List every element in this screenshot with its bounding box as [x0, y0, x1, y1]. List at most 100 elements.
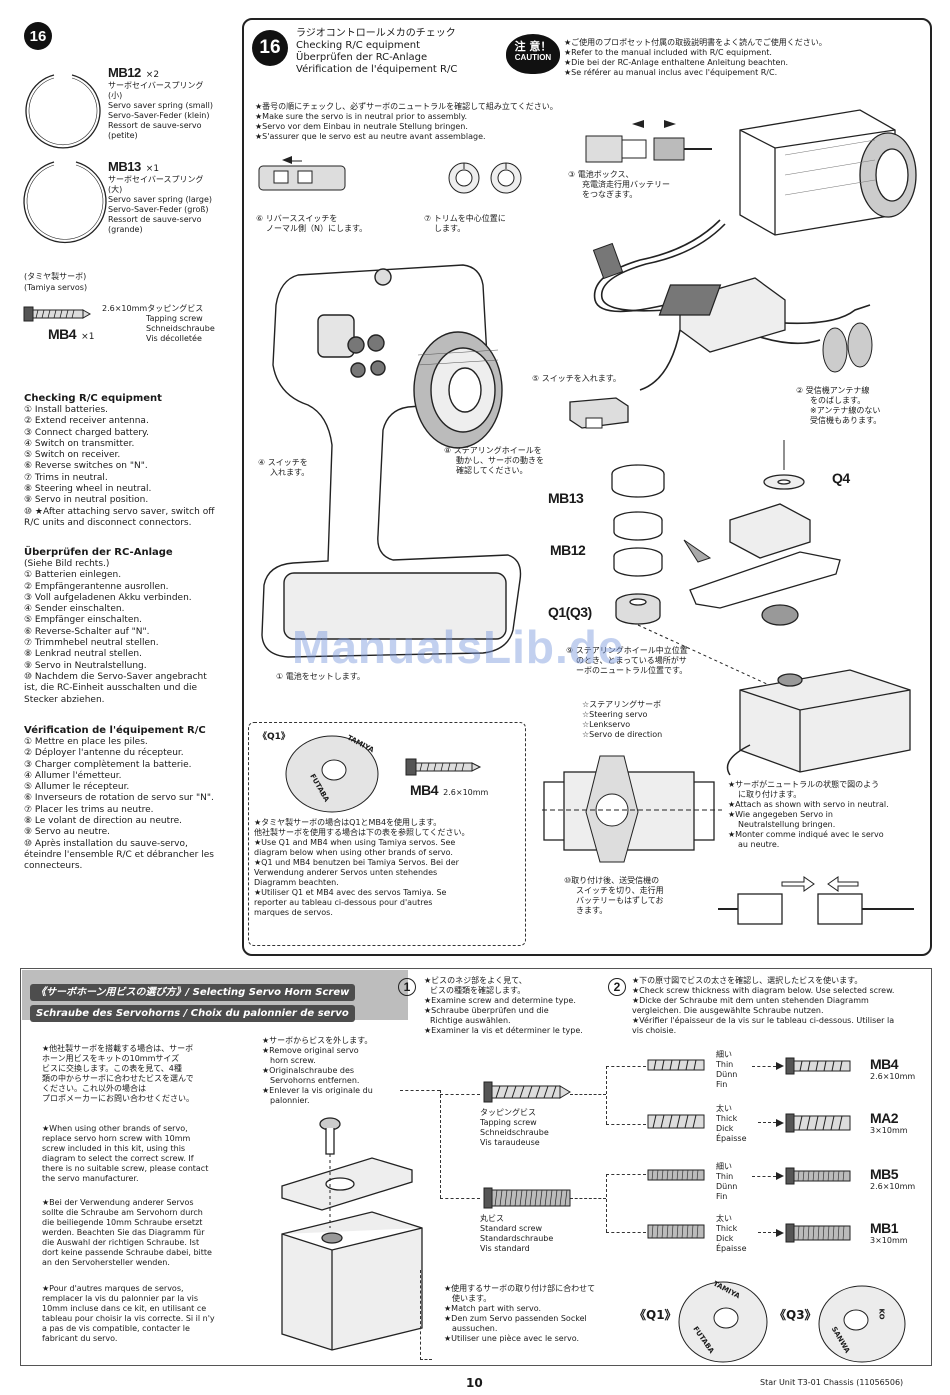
title-de: Überprüfen der RC-Anlage [296, 52, 428, 63]
list-item: ⑩ Nachdem die Servo-Saver angebracht [24, 671, 207, 682]
thick-line: Dick [716, 1234, 734, 1243]
transmitter-illustration [261, 264, 522, 658]
header-line-2: Schraube des Servohorns / Choix du palon… [30, 1005, 355, 1022]
callout-6: ⑥ リバーススイッチを ノーマル側（N）にします。 [256, 214, 367, 234]
remove-line: ★Originalschraube des [262, 1066, 355, 1075]
list-item: ⑨ Servo au neutre. [24, 827, 111, 838]
flow-line [440, 1198, 480, 1199]
flow-line [606, 1174, 607, 1232]
list-item: R/C units and disconnect connectors. [24, 517, 192, 528]
list-item: éteindre l'ensemble R/C et débrancher le… [24, 849, 214, 860]
screw-size-mb4: 2.6×10mm [870, 1072, 916, 1081]
list-item: ③ Voll aufgeladenen Akku verbinden. [24, 592, 192, 603]
intro-line: the servo manufacturer. [42, 1174, 139, 1183]
steering-servo-label: ☆ステアリングサーボ ☆Steering servo ☆Lenkservo ☆S… [582, 700, 662, 740]
thick-line: 太い [716, 1104, 732, 1113]
match-line: ★Utiliser une pièce avec le servo. [444, 1334, 580, 1343]
screw-code: MB5 [870, 1164, 899, 1183]
callout-10-line: きます。 [576, 906, 608, 915]
screw-code-ma2: MA2 [870, 1110, 899, 1126]
neutral-note-line: ★Monter comme indiqué avec le servo [728, 830, 884, 839]
thick-standard-screw-icon [647, 1224, 705, 1239]
callout-7: ⑦ トリムを中心位置に します。 [424, 214, 506, 234]
tapping-line: Schneidschraube [480, 1128, 549, 1137]
q1-mb4-label: MB4 2.6×10mm [410, 780, 488, 799]
part-mb12: MB12 [550, 542, 586, 558]
intro-jp: ★他社製サーボを搭載する場合は、サーボ ホーン用ビスをキットの10mmサイズ ビ… [42, 1044, 242, 1104]
standard-screw-label: 丸ビス Standard screw Standardschraube Vis … [480, 1214, 553, 1254]
servo-label-line: ☆Lenkservo [582, 720, 631, 729]
thin-line: Thin [716, 1172, 734, 1181]
list-item: ④ Allumer l'émetteur. [24, 770, 122, 781]
mb4-qty: ×1 [81, 332, 95, 342]
thick-line: Thick [716, 1224, 738, 1233]
mb4-line: Schneidschraube [146, 324, 215, 333]
list-item: ⑨ Servo in Neutralstellung. [24, 660, 147, 671]
servo-horn-screw-section [20, 968, 932, 1366]
q1-line: ★タミヤ製サーボの場合はQ1とMB4を使用します。 [254, 818, 442, 827]
list-item: ④ Switch on transmitter. [24, 438, 135, 449]
q1-mb4-screw-icon [405, 758, 482, 776]
servo-label-line: ☆Servo de direction [582, 730, 663, 739]
list-item: ③ Charger complètement la batterie. [24, 759, 192, 770]
intro-line: werden. Beachten Sie das Diagramm für [42, 1228, 205, 1237]
remove-screw-note: ★サーボからビスを外します。 ★Remove original servo ho… [262, 1036, 412, 1106]
connector-illustration [585, 120, 712, 163]
callout-8-line: 確認してください。 [456, 466, 528, 475]
intro-line: ビスに交換します。この表を見て、4種 [42, 1064, 182, 1073]
step1-line: ★ビスのネジ部をよく見て、 [424, 976, 527, 985]
step-number-badge: 16 [24, 22, 52, 50]
mb12-line: (小) [108, 91, 123, 100]
mb13-line: (grande) [108, 225, 143, 234]
mb1-select-screw-icon [776, 1223, 851, 1243]
flow-line [570, 1094, 606, 1095]
disconnect-connectors-illustration [718, 876, 914, 925]
intro-line: die beiliegende 10mm Schraube ersetzt [42, 1218, 203, 1227]
neutral-note-line: に取り付けます。 [738, 790, 802, 799]
q1-line: marques de servos. [254, 908, 333, 917]
caution-badge: 注 意！ CAUTION [506, 34, 560, 74]
tapping-screw-label: タッピングビス Tapping screw Schneidschraube Vi… [480, 1108, 549, 1148]
flow-line [758, 1232, 776, 1233]
intro-line: tableau pour choisir la vis correcte. Si… [42, 1314, 215, 1323]
list-item: ist, die RC-Einheit ausschalten und die [24, 683, 198, 694]
screw-size-mb5: 2.6×10mm [870, 1182, 916, 1191]
list-item: ⑩ ★After attaching servo saver, switch o… [24, 506, 215, 517]
q1-disc [285, 735, 379, 813]
step2-line: vis choisie. [632, 1026, 677, 1035]
standard-line: Standard screw [480, 1224, 543, 1233]
callout-6-line: ノーマル側（N）にします。 [266, 224, 368, 233]
step2-line: ★下の原寸図でビスの太さを確認し、選択したビスを使います。 [632, 976, 863, 985]
intro-line: dort keine passende Schraube dabei, bitt… [42, 1248, 212, 1257]
callout-2-line: ② 受信機アンテナ線 [796, 386, 870, 395]
ma2-select-screw-icon [776, 1113, 851, 1133]
reverse-switch-illustration [258, 156, 346, 191]
main-step-badge: 16 [252, 30, 288, 66]
flow-line [752, 1176, 776, 1177]
flow-line [440, 1090, 441, 1198]
tamiya-servo-en: (Tamiya servos) [24, 283, 88, 292]
thin-line: Fin [716, 1192, 728, 1201]
remove-line: ★サーボからビスを外します。 [262, 1036, 373, 1045]
screw-code: MB4 [870, 1054, 899, 1073]
q1-inset-text: ★タミヤ製サーボの場合はQ1とMB4を使用します。 他社製サーボを使用する場合は… [254, 818, 518, 918]
standard-screw-icon [483, 1187, 571, 1209]
title-jp: ラジオコントロールメカのチェック [296, 28, 456, 39]
list-item: ⑧ Le volant de direction au neutre. [24, 816, 182, 827]
tapping-line: Vis taraudeuse [480, 1138, 540, 1147]
mb4-line: Vis décolletée [146, 334, 202, 343]
mb4-screw-icon [23, 306, 92, 322]
part-mb13: MB13 [548, 490, 584, 506]
checking-fr-title: Vérification de l'équipement R/C [24, 725, 206, 736]
q1-line: Verwendung anderer Servos unten stehende… [254, 868, 438, 877]
mb13-line: Servo-Saver-Feder (groß) [108, 205, 209, 214]
checking-fr-list: Vérification de l'équipement R/C ① Mettr… [24, 724, 214, 873]
thick-tapping-screw-icon [647, 1114, 705, 1129]
assembly-notes: ★番号の順にチェックし、必ずサーボのニュートラルを確認して組み立てください。 ★… [255, 102, 585, 142]
battery-box-illustration [739, 109, 917, 236]
main-title-block: ラジオコントロールメカのチェック Checking R/C equipment … [296, 28, 506, 76]
note-line: ★S'assurer que le servo est au neutre av… [255, 132, 486, 141]
